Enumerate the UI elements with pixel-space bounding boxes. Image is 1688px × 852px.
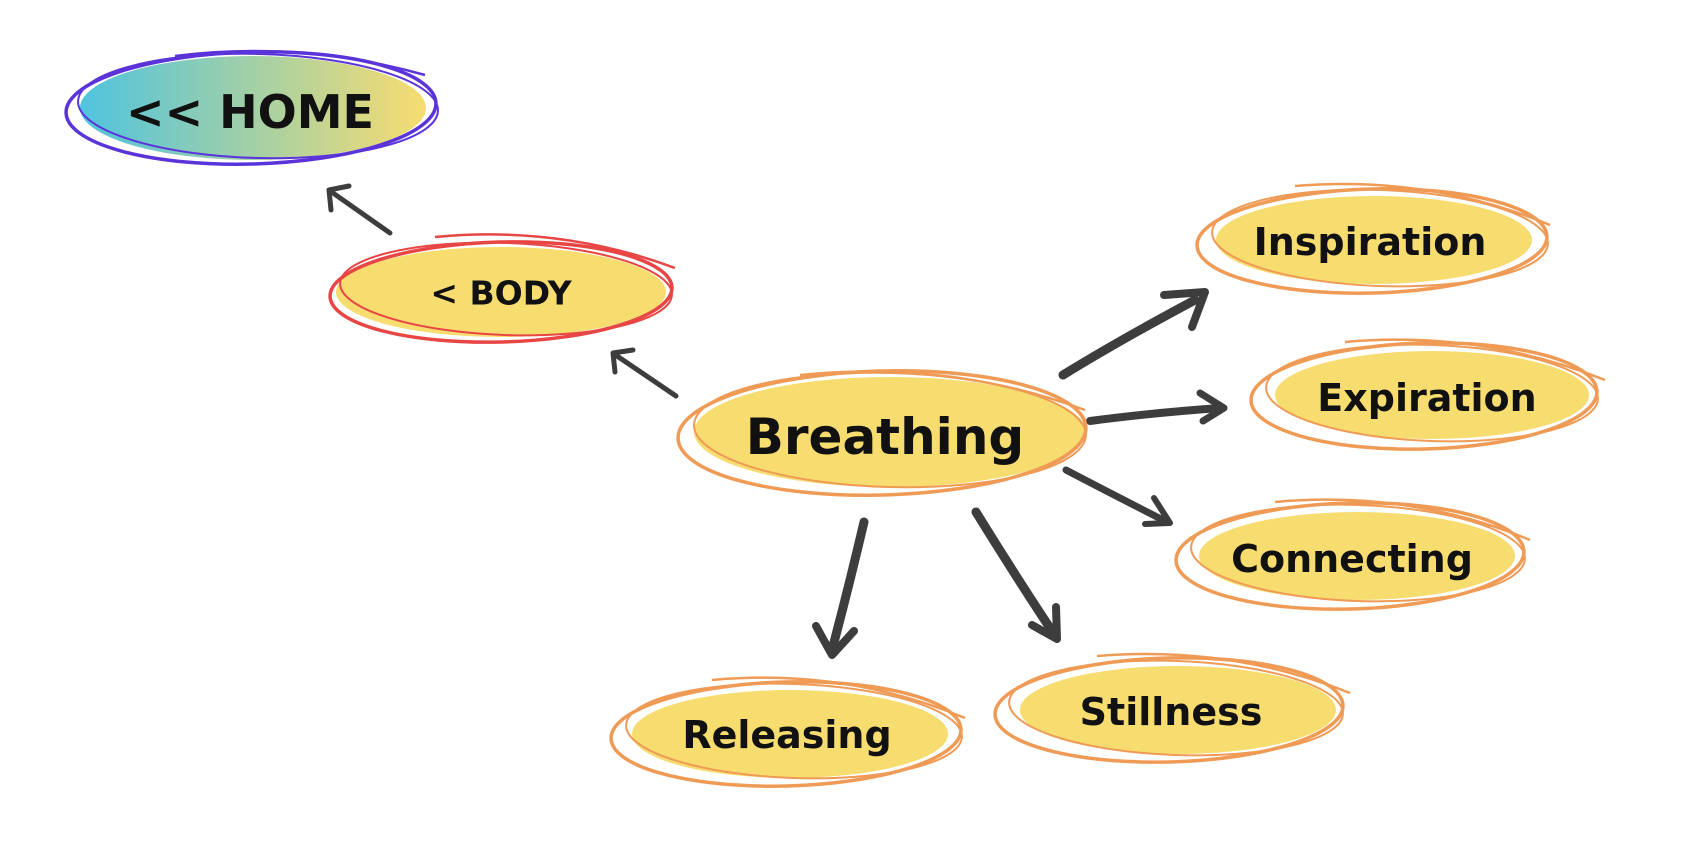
connecting-outline-inner: [1190, 503, 1526, 603]
expiration-ellipse-fill: [1275, 351, 1589, 439]
stillness-node[interactable]: Stillness: [993, 652, 1351, 766]
releasing-label: Releasing: [682, 713, 891, 757]
inspiration-ellipse-fill: [1216, 196, 1532, 284]
breathing-ellipse-fill: [694, 377, 1086, 487]
arrow-breathing-to-body: [610, 347, 679, 399]
releasing-ellipse-fill: [632, 690, 948, 778]
connecting-label: Connecting: [1231, 537, 1473, 581]
inspiration-outline-tail: [1294, 182, 1551, 227]
releasing-outline-tail: [711, 676, 966, 720]
expiration-outline-inner: [1265, 343, 1599, 443]
arrow-breathing-to-stillness: [971, 507, 1061, 643]
breathing-label: Breathing: [746, 408, 1024, 466]
home-outline-inner: [77, 52, 439, 160]
body-outline-tail: [434, 233, 676, 270]
arrow-breathing-to-connecting: [1062, 466, 1173, 527]
home-outline-tail: [174, 49, 426, 77]
home-button[interactable]: << HOME: [64, 47, 440, 169]
inspiration-label: Inspiration: [1254, 220, 1487, 264]
body-outline-inner: [339, 241, 673, 337]
expiration-node[interactable]: Expiration: [1249, 338, 1606, 453]
body-label: < BODY: [430, 274, 572, 313]
inspiration-outline-inner: [1211, 188, 1549, 288]
arrow-breathing-to-inspiration: [1058, 288, 1209, 380]
expiration-label: Expiration: [1317, 376, 1536, 420]
home-label: << HOME: [126, 85, 374, 139]
connecting-ellipse-fill: [1199, 512, 1515, 600]
breathing-node[interactable]: Breathing: [676, 366, 1088, 501]
body-ellipse-fill: [336, 247, 666, 337]
releasing-node[interactable]: Releasing: [609, 676, 966, 790]
inspiration-node[interactable]: Inspiration: [1195, 182, 1551, 298]
breathing-outline-tail: [799, 370, 1086, 412]
stillness-outline-inner: [1008, 659, 1344, 757]
connecting-outline-tail: [1274, 498, 1531, 542]
arrow-body-to-home: [326, 183, 393, 236]
stillness-outline-tail: [1096, 652, 1351, 695]
body-button[interactable]: < BODY: [328, 233, 676, 346]
stillness-ellipse-fill: [1020, 666, 1336, 754]
connecting-node[interactable]: Connecting: [1174, 498, 1531, 613]
home-ellipse-fill: [80, 56, 426, 160]
expiration-outline-tail: [1344, 338, 1606, 382]
arrow-breathing-to-expiration: [1086, 389, 1228, 425]
arrow-breathing-to-releasing: [812, 517, 869, 659]
stillness-outline: [993, 656, 1345, 764]
stillness-label: Stillness: [1080, 690, 1263, 734]
releasing-outline-inner: [625, 682, 963, 780]
